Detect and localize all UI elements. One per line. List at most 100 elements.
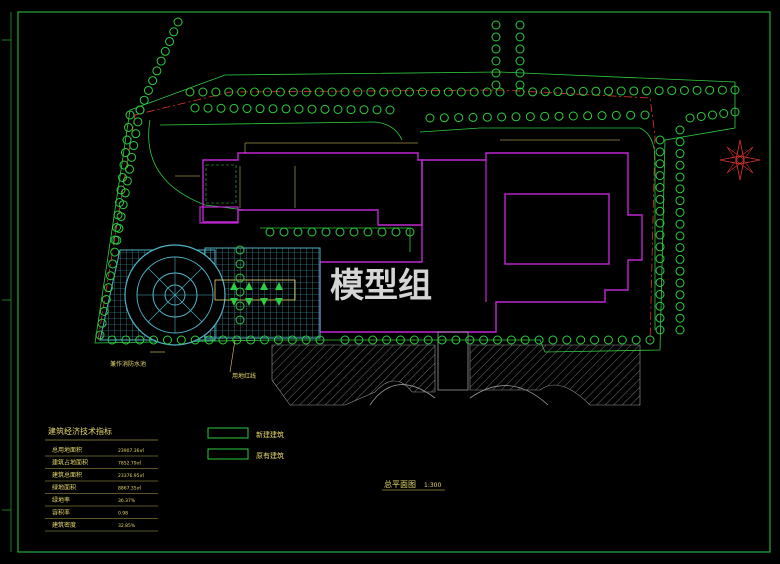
tree-symbol <box>320 104 330 114</box>
tree-symbol <box>692 85 702 95</box>
legend-swatch-existing <box>207 448 249 460</box>
tree-symbol <box>491 68 501 78</box>
tree-symbol <box>583 111 593 121</box>
parking-hatch-east <box>469 344 641 406</box>
tree-symbol <box>409 335 419 345</box>
tree-symbol <box>578 86 588 96</box>
tree-symbol <box>129 141 139 151</box>
tree-symbol <box>675 196 685 206</box>
tree-symbol <box>216 103 226 113</box>
tree-symbol <box>112 223 121 232</box>
table-row-name: 容积率 <box>52 509 70 517</box>
tree-symbol <box>675 231 685 241</box>
tree-symbol <box>562 335 572 345</box>
tree-symbol <box>675 125 685 135</box>
building-main-north <box>199 152 423 226</box>
tree-symbol <box>679 85 689 95</box>
tree-symbol <box>250 87 260 97</box>
tree-symbol <box>515 87 525 97</box>
parking-hatch-west <box>271 344 436 406</box>
tree-symbol <box>229 103 239 113</box>
tree-symbol <box>275 87 285 97</box>
tree-symbol <box>468 112 478 122</box>
tree-symbol <box>491 44 501 54</box>
watermark-text: 模型组 <box>330 266 432 306</box>
tree-symbol <box>106 271 116 281</box>
tree-symbol <box>493 335 502 345</box>
tree-symbol <box>655 147 665 157</box>
tree-symbol <box>655 159 665 169</box>
tree-symbol <box>131 129 141 139</box>
tree-symbol <box>515 20 525 30</box>
tree-symbol <box>515 80 525 90</box>
tree-symbol <box>135 105 145 115</box>
tree-symbol <box>629 86 639 96</box>
table-row-value: 8867.35㎡ <box>118 485 142 492</box>
table-row-name: 建筑密度 <box>52 521 76 529</box>
tree-symbol <box>655 218 665 228</box>
tree-symbol <box>437 335 447 345</box>
tree-symbol <box>553 87 563 97</box>
tree-symbol <box>169 27 179 37</box>
tree-symbol <box>655 301 665 311</box>
tree-symbol <box>469 87 479 97</box>
drawing-title-block: 总平面图 1:300 <box>382 479 445 491</box>
tree-symbol <box>675 325 685 335</box>
tree-symbol <box>135 335 145 345</box>
tree-symbol <box>655 313 665 323</box>
table-row-value: 32.85% <box>118 523 136 529</box>
tree-symbol <box>454 113 464 123</box>
tree-symbol <box>268 104 278 114</box>
tree-symbol <box>675 137 685 147</box>
tree-symbol <box>294 104 304 114</box>
table-row-name: 总用地面积 <box>52 446 82 454</box>
table-row-value: 23376.95㎡ <box>118 472 144 479</box>
tree-symbol <box>353 87 363 97</box>
tree-symbol <box>405 227 415 237</box>
tree-symbol <box>124 164 134 174</box>
table-row-value: 0.98 <box>118 511 128 517</box>
tree-symbol <box>235 245 245 255</box>
road-edge <box>159 121 403 141</box>
tree-symbol <box>340 87 350 97</box>
tree-symbol <box>667 86 677 96</box>
dashed-footprint <box>205 164 237 204</box>
tree-symbol <box>655 206 665 216</box>
tree-symbol <box>391 227 401 237</box>
tree-symbol <box>359 105 369 115</box>
land-use-red-line <box>97 89 656 346</box>
tree-symbol <box>115 198 124 207</box>
tree-symbol <box>235 259 245 269</box>
table-row-name: 绿地率 <box>52 496 70 504</box>
tree-symbol <box>491 56 501 66</box>
tree-symbol <box>265 227 275 237</box>
tree-symbol <box>511 112 521 122</box>
tree-symbol <box>363 227 373 237</box>
tree-symbol <box>125 110 135 120</box>
tree-symbol <box>122 135 132 145</box>
tree-symbol <box>705 85 715 95</box>
tree-symbol <box>597 111 607 121</box>
tree-symbol <box>173 17 183 27</box>
tree-symbol <box>675 219 685 229</box>
tree-symbol <box>118 173 127 182</box>
tree-symbol <box>103 283 113 293</box>
tree-symbol <box>119 160 129 170</box>
tree-symbol <box>719 109 729 118</box>
tree-symbol <box>515 44 525 54</box>
tree-symbol <box>515 68 525 78</box>
north-arrow <box>719 139 761 181</box>
tree-symbol <box>675 207 685 217</box>
tree-symbol <box>675 290 685 300</box>
table-row-name: 绿地面积 <box>52 484 76 492</box>
tree-symbol <box>443 87 453 97</box>
tree-symbol <box>113 210 123 220</box>
tree-symbol <box>655 135 665 145</box>
tree-symbol <box>611 110 621 120</box>
tree-symbol <box>616 86 626 96</box>
tree-symbol <box>482 87 492 97</box>
tree-symbol <box>382 335 392 345</box>
tree-symbol <box>392 87 402 97</box>
tree-symbol <box>133 117 143 127</box>
